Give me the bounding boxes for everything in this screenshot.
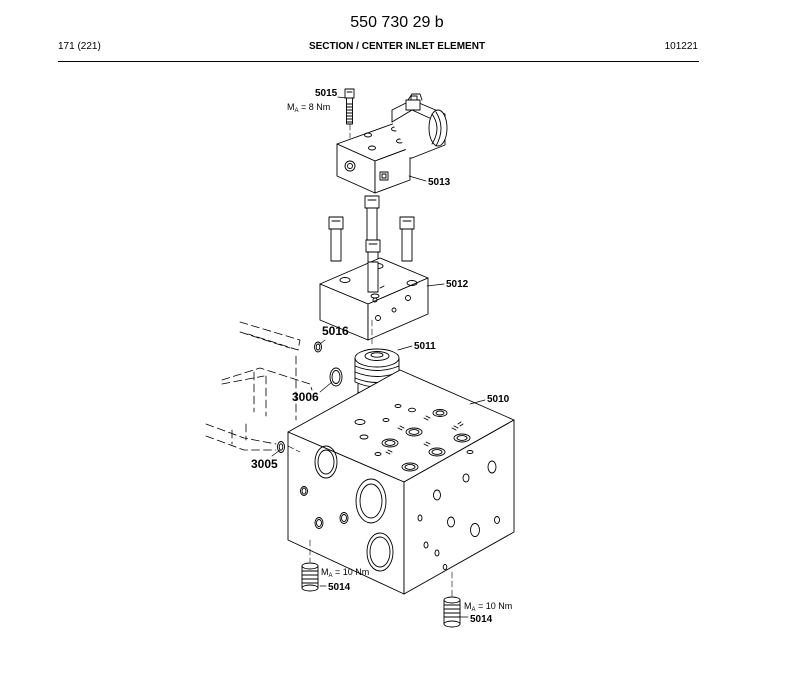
callout-5011: 5011 — [414, 341, 436, 352]
callout-5014-left: 5014 — [328, 582, 351, 593]
torque-note-5015: MA = 8 Nm — [287, 102, 330, 114]
callout-5010: 5010 — [487, 394, 510, 405]
part-3006-o-ring — [329, 367, 343, 387]
callout-leader-lines — [271, 96, 486, 618]
phantom-adjacent-section — [205, 321, 313, 451]
part-5014-plug-left — [301, 562, 319, 592]
callout-5016: 5016 — [322, 324, 349, 338]
torque-note-5014-left: MA = 10 Nm — [321, 567, 369, 579]
part-5016-seal — [314, 341, 322, 353]
part-5014-plug-right — [443, 596, 461, 628]
part-5015-screw — [344, 88, 355, 125]
page-number: 171 (221) — [58, 41, 101, 52]
document-number: 550 730 29 b — [350, 14, 444, 31]
torque-note-5014-right: MA = 10 Nm — [464, 601, 512, 613]
callout-5013: 5013 — [428, 177, 451, 188]
callout-5015: 5015 — [315, 88, 338, 99]
callout-3006: 3006 — [292, 390, 319, 404]
part-5010-valve-block — [287, 369, 515, 595]
callout-5014-right: 5014 — [470, 614, 493, 625]
assembly-center-lines — [287, 123, 453, 599]
section-title: SECTION / CENTER INLET ELEMENT — [308, 41, 486, 52]
part-5013-solenoid-valve — [336, 93, 448, 194]
part-5012-adapter-plate — [319, 257, 429, 341]
part-3005-o-ring — [277, 441, 285, 453]
document-code: 101221 — [664, 41, 698, 52]
header-rule — [58, 61, 699, 62]
callout-5012: 5012 — [446, 279, 469, 290]
callout-3005: 3005 — [251, 457, 278, 471]
